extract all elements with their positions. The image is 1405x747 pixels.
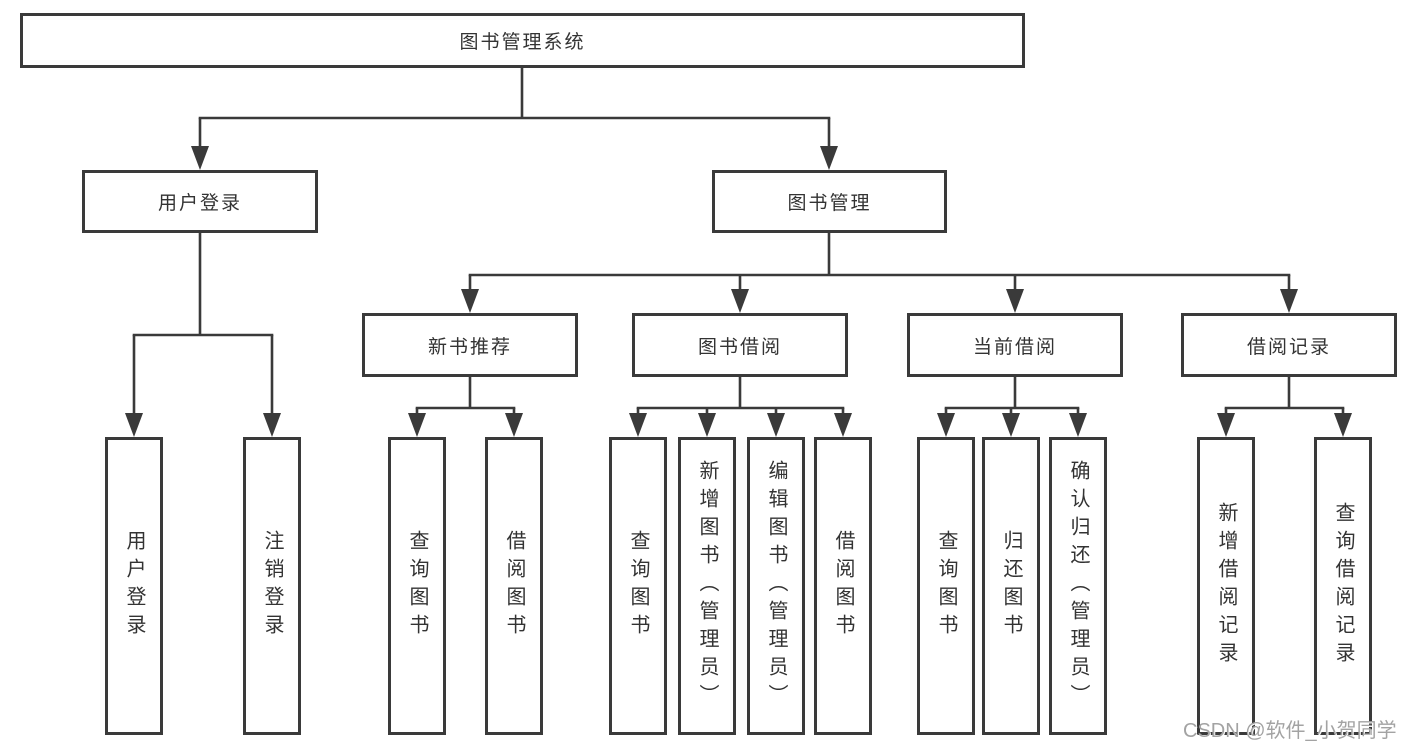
node-book-borrow: 图书借阅 <box>632 313 848 377</box>
node-book-management: 图书管理 <box>712 170 947 233</box>
node-user-login: 用户登录 <box>105 437 163 735</box>
node-borrow-records: 借阅记录 <box>1181 313 1397 377</box>
node-borrow-books-recommend-label: 借阅图书 <box>503 530 525 642</box>
node-edit-book-admin-label: 编辑图书（管理员） <box>765 460 787 712</box>
node-query-books-borrow: 查询图书 <box>609 437 667 735</box>
node-query-books-borrow-label: 查询图书 <box>627 530 649 642</box>
node-return-book: 归还图书 <box>982 437 1040 735</box>
node-library-system: 图书管理系统 <box>20 13 1025 68</box>
node-add-book-admin: 新增图书（管理员） <box>678 437 736 735</box>
node-query-borrow-record-label: 查询借阅记录 <box>1332 502 1354 670</box>
node-query-books-current-label: 查询图书 <box>935 530 957 642</box>
node-add-book-admin-label: 新增图书（管理员） <box>696 460 718 712</box>
node-query-books-recommend-label: 查询图书 <box>406 530 428 642</box>
node-logout: 注销登录 <box>243 437 301 735</box>
node-confirm-return-admin-label: 确认归还（管理员） <box>1067 460 1089 712</box>
node-add-borrow-record: 新增借阅记录 <box>1197 437 1255 735</box>
node-add-borrow-record-label: 新增借阅记录 <box>1215 502 1237 670</box>
node-query-books-recommend: 查询图书 <box>388 437 446 735</box>
node-return-book-label: 归还图书 <box>1000 530 1022 642</box>
node-query-books-current: 查询图书 <box>917 437 975 735</box>
node-new-book-recommend: 新书推荐 <box>362 313 578 377</box>
node-borrow-books-recommend: 借阅图书 <box>485 437 543 735</box>
csdn-watermark: CSDN @软件_小贺同学 <box>1183 720 1397 742</box>
node-current-borrow: 当前借阅 <box>907 313 1123 377</box>
node-user-login-label: 用户登录 <box>123 530 145 642</box>
node-user-login-module: 用户登录 <box>82 170 318 233</box>
node-borrow-books-label: 借阅图书 <box>832 530 854 642</box>
node-edit-book-admin: 编辑图书（管理员） <box>747 437 805 735</box>
node-confirm-return-admin: 确认归还（管理员） <box>1049 437 1107 735</box>
node-query-borrow-record: 查询借阅记录 <box>1314 437 1372 735</box>
node-borrow-books: 借阅图书 <box>814 437 872 735</box>
node-logout-label: 注销登录 <box>261 530 283 642</box>
